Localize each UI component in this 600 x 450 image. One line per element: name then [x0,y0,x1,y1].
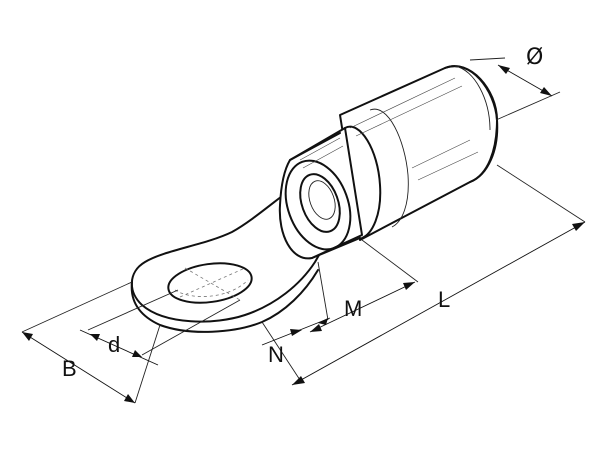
hole-diameter-label: d [108,332,120,357]
dimension-lines [21,64,586,404]
ring-hole [167,262,253,304]
extension-lines [21,57,586,404]
barrel-opening [299,173,341,233]
diameter-label: Ø [526,45,543,70]
insulated-barrel [278,65,499,260]
m-label: M [344,296,362,321]
n-label: N [268,342,284,367]
width-label: B [62,356,77,381]
length-label: L [438,287,450,312]
